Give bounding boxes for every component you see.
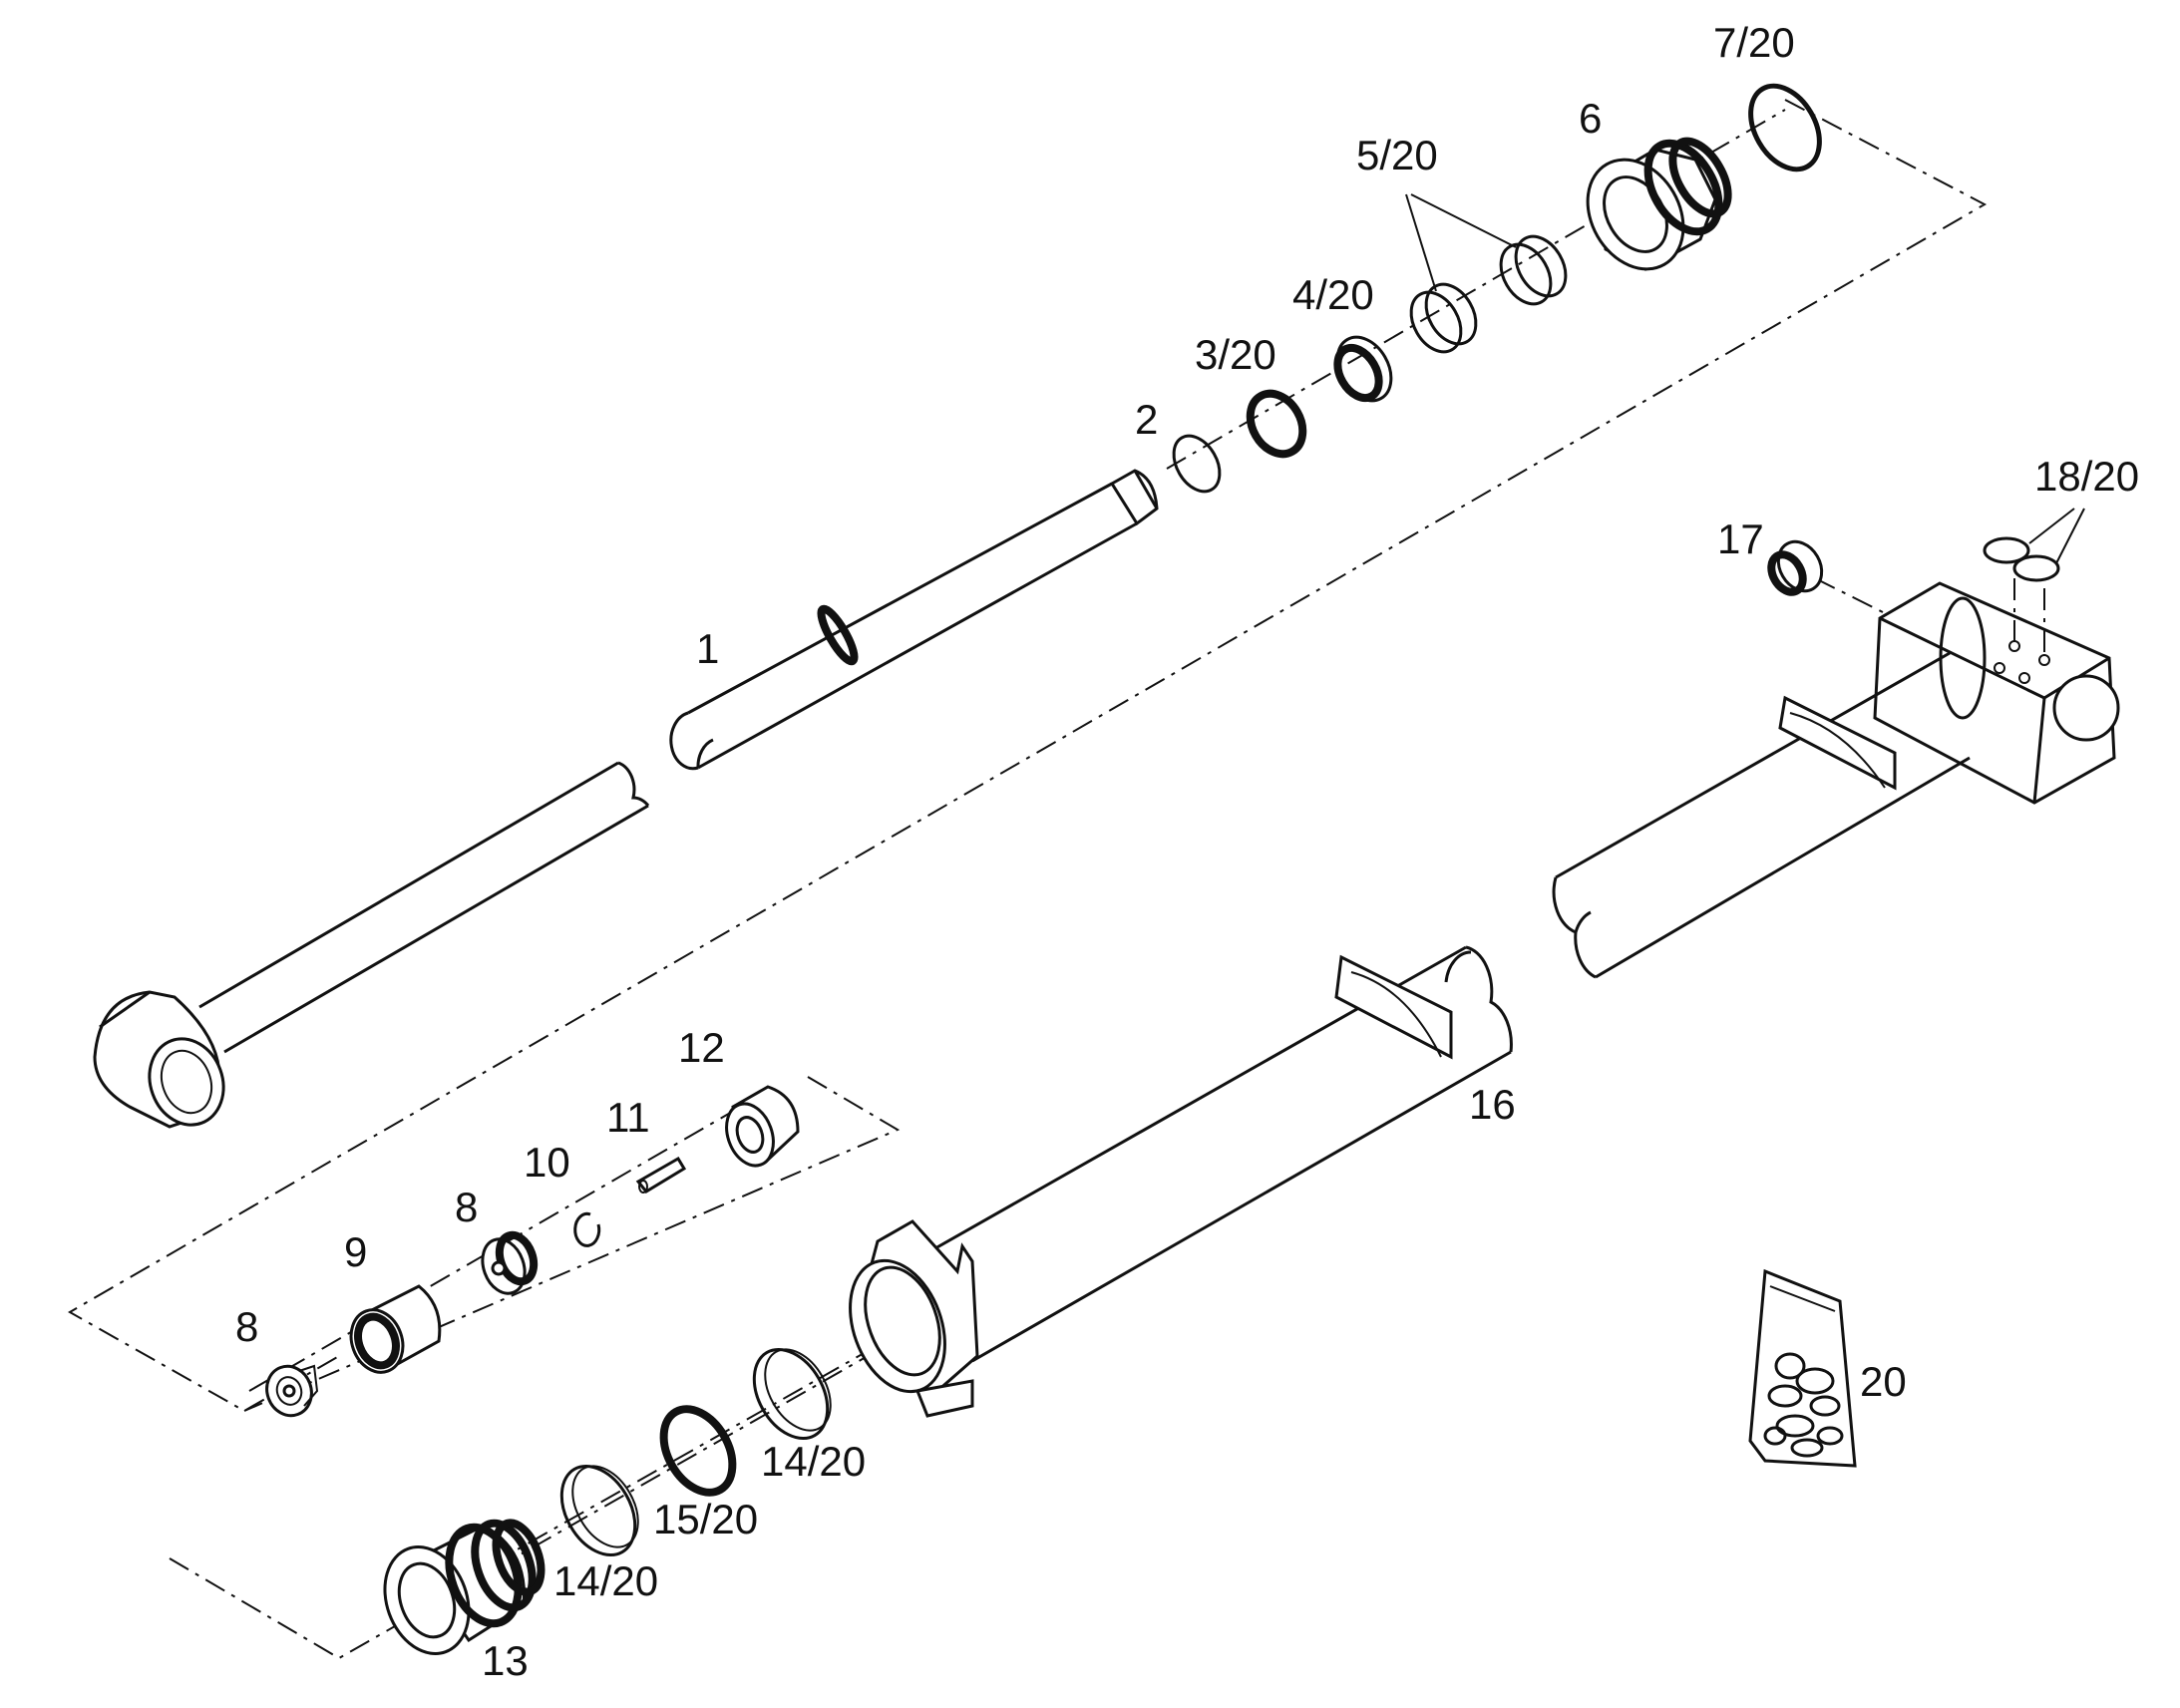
part-18-o-ring-b: [2012, 554, 2060, 582]
label-part-10: 10: [524, 1139, 570, 1186]
label-part-7: 7/20: [1713, 19, 1795, 66]
label-part-1: 1: [696, 625, 719, 672]
assembly-axis-upper: [67, 99, 1988, 1413]
part-11-pin: [635, 1156, 687, 1194]
label-part-12: 12: [678, 1024, 725, 1071]
leader-18b: [2055, 508, 2085, 564]
label-part-9: 9: [344, 1228, 367, 1275]
part-5-bushing-a: [1409, 282, 1478, 354]
label-part-11: 11: [606, 1094, 650, 1141]
part-8-piston-lower: [265, 1364, 319, 1418]
assembly-axis-head: [1814, 577, 1896, 619]
leader-5b: [1410, 193, 1517, 248]
label-part-8b: 8: [235, 1303, 258, 1350]
label-part-15: 15/20: [653, 1496, 758, 1542]
label-part-13: 13: [482, 1637, 529, 1684]
label-part-17: 17: [1717, 515, 1764, 562]
part-2-ring: [1172, 434, 1222, 494]
label-part-5: 5/20: [1356, 132, 1438, 178]
part-12-sleeve: [725, 1085, 800, 1168]
part-4-wiper: [1333, 335, 1393, 403]
part-16-tube-rear: [1552, 578, 2120, 979]
leader-5a: [1405, 193, 1437, 292]
part-5-bushing-b: [1499, 234, 1568, 306]
part-16-tube-front: [849, 945, 1513, 1418]
label-part-3: 3/20: [1195, 331, 1276, 378]
part-13-piston: [383, 1519, 545, 1655]
label-part-18: 18/20: [2034, 453, 2139, 500]
label-part-20: 20: [1860, 1358, 1907, 1405]
part-14-ring-lower: [559, 1464, 637, 1557]
part-20-seal-kit-bag: [1748, 1268, 1857, 1468]
label-part-2: 2: [1135, 396, 1158, 443]
label-part-8a: 8: [455, 1184, 478, 1230]
part-14-ring-lower-inner: [571, 1465, 639, 1548]
part-6-gland: [1586, 137, 1732, 271]
piston-rod-upper: [669, 469, 1159, 771]
leader-18a: [2028, 508, 2075, 544]
label-part-16: 16: [1469, 1081, 1516, 1128]
part-9-sleeve: [349, 1284, 442, 1374]
part-18-o-ring-a: [1983, 536, 2030, 564]
assembly-axis-lower: [169, 1355, 869, 1660]
piston-rod-lower: [93, 761, 650, 1129]
part-14-ring-upper-inner: [764, 1348, 832, 1432]
label-part-14a: 14/20: [761, 1438, 866, 1485]
part-7-o-ring: [1748, 83, 1822, 172]
part-17-plug: [1767, 539, 1824, 596]
part-3-seal: [1246, 389, 1307, 459]
part-10-circlip: [573, 1211, 601, 1247]
label-part-4: 4/20: [1292, 271, 1374, 318]
label-part-6: 6: [1579, 95, 1602, 142]
part-8-piston-upper: [481, 1230, 539, 1295]
part-14-ring-upper: [752, 1347, 830, 1441]
assembly-axis-piston: [243, 1076, 901, 1412]
label-part-14b: 14/20: [553, 1557, 658, 1604]
part-15-seal: [659, 1405, 737, 1497]
